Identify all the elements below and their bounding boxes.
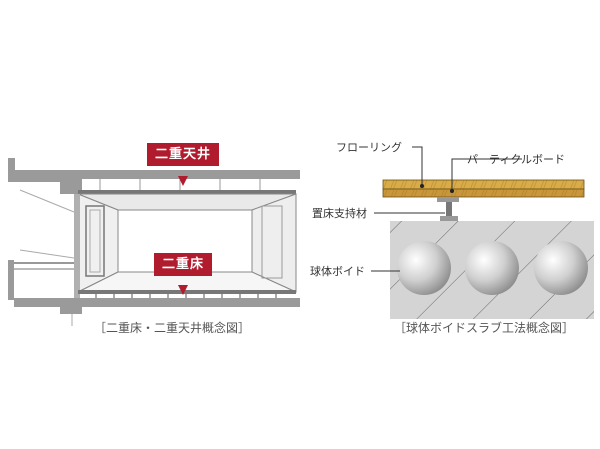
right-caption: ［球体ボイドスラブ工法概念図］: [394, 321, 575, 335]
support-label: 置床支持材: [312, 207, 367, 220]
sphere-void-label: 球体ボイド: [310, 265, 365, 278]
flooring-label: フローリング: [336, 141, 402, 154]
floor-support: [437, 197, 459, 221]
room-interior: [74, 193, 297, 300]
ceiling-board: [78, 190, 296, 194]
upper-slab: [8, 158, 300, 194]
flooring-layer: [382, 179, 585, 198]
left-caption: ［二重床・二重天井概念図］: [94, 321, 251, 335]
sphere-void-1: [397, 241, 451, 295]
double-ceiling-tag: 二重天井: [147, 143, 220, 166]
particle-board-label: パーティクルボード: [467, 153, 566, 166]
lower-slab: [14, 298, 300, 326]
exterior-balcony: [8, 189, 75, 300]
double-floor: [78, 290, 296, 299]
ceiling-arrow-icon: [178, 176, 188, 186]
floor-arrow-icon: [178, 285, 188, 295]
ceiling-hangers: [99, 179, 261, 190]
sphere-void-3: [534, 241, 588, 295]
leader-lines: [371, 146, 522, 272]
void-slab-diagram: [390, 221, 594, 319]
sphere-void-2: [465, 241, 519, 295]
double-floor-tag: 二重床: [154, 253, 213, 276]
